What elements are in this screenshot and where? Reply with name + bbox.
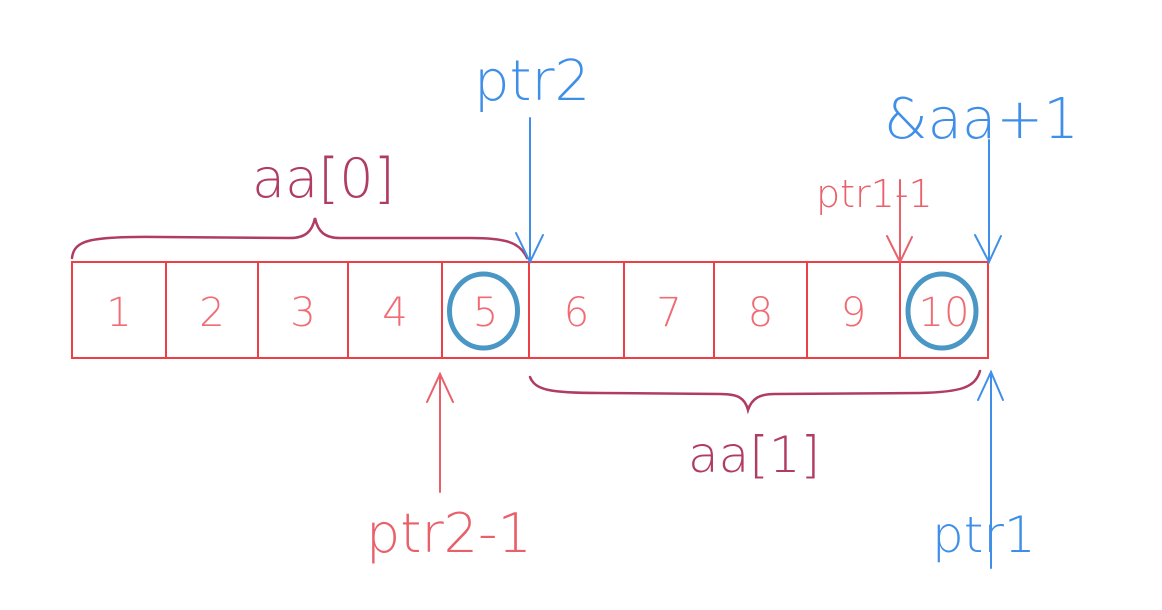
- label-aa0: aa[0]: [252, 147, 395, 210]
- array-cell: 8: [713, 261, 808, 359]
- array-cell-box: [899, 261, 989, 359]
- label-aa1: aa[1]: [688, 426, 820, 484]
- array-cell-value: 1: [106, 290, 131, 336]
- array-cell: 4: [347, 261, 443, 359]
- array-cell-value: 7: [656, 290, 681, 336]
- array-cell: 2: [165, 261, 259, 359]
- array-cell-value: 5: [473, 290, 498, 336]
- circle-marker: [447, 271, 520, 351]
- array-cell: 5: [441, 261, 530, 359]
- arrow-amp-aa-plus-1: [974, 139, 1002, 265]
- arrow-ptr1-minus-1: [886, 179, 913, 265]
- label-ptr1-minus-1: ptr1-1: [816, 172, 933, 216]
- array-cells: 1 2 3 4 5 6 7 8 9 10: [71, 261, 989, 359]
- array-cell: 3: [257, 261, 349, 359]
- array-cell-value: 4: [382, 290, 407, 336]
- array-cell: 10: [899, 261, 989, 359]
- array-cell-value: 9: [841, 290, 866, 336]
- array-cell-value: 2: [199, 290, 224, 336]
- circle-marker: [905, 271, 979, 351]
- arrow-ptr2: [515, 117, 544, 265]
- arrow-ptr1: [977, 369, 1004, 569]
- array-cell: 9: [806, 261, 901, 359]
- array-cell: 7: [623, 261, 715, 359]
- brace-aa1: [528, 369, 982, 415]
- label-ptr2-minus-1: ptr2-1: [366, 502, 532, 565]
- label-amp-aa-plus-1: &aa+1: [884, 87, 1079, 152]
- array-cell-value: 3: [290, 290, 315, 336]
- array-cell: 1: [71, 261, 167, 359]
- arrow-ptr2-minus-1: [426, 371, 454, 493]
- brace-aa0: [70, 217, 529, 260]
- array-cell-value: 10: [919, 290, 970, 336]
- circled-cells: [447, 271, 979, 351]
- array-cell-value: 8: [748, 290, 773, 336]
- array-cell-value: 6: [564, 290, 589, 336]
- label-ptr1: ptr1: [932, 506, 1036, 564]
- label-ptr2: ptr2: [474, 49, 590, 114]
- array-cell: 6: [528, 261, 625, 359]
